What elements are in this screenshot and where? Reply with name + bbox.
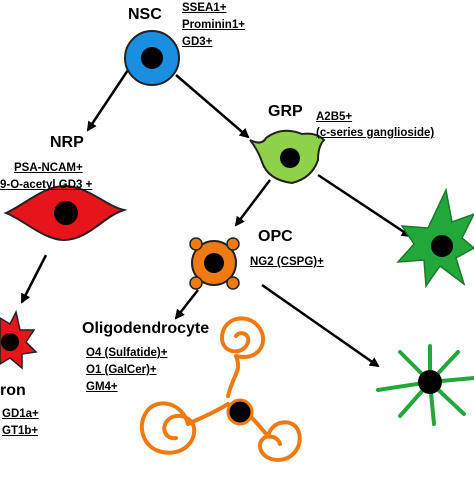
grp-marker-1: A2B5+ <box>316 111 353 123</box>
opc-cell <box>189 237 240 290</box>
astrocyte-type2-cell <box>376 344 474 426</box>
nsc-cell <box>124 30 180 86</box>
neuron-cell <box>0 309 38 370</box>
grp-cell <box>249 129 326 185</box>
nsc-marker-2: Prominin1+ <box>182 19 245 31</box>
nrp-cell <box>3 184 128 242</box>
nsc-label: NSC <box>128 6 162 23</box>
oligodendrocyte-marker-2: O1 (GalCer)+ <box>86 364 157 376</box>
opc-label: OPC <box>258 228 293 245</box>
oligodendrocyte-cell <box>139 316 302 463</box>
neuron-marker-1: GD1a+ <box>2 408 39 420</box>
arrow-nsc-to-grp <box>175 74 250 139</box>
opc-marker-1: NG2 (CSPG)+ <box>250 256 324 268</box>
nrp-marker-1: PSA-NCAM+ <box>14 162 83 174</box>
nrp-label: NRP <box>50 134 84 151</box>
oligodendrocyte-marker-1: O4 (Sulfatide)+ <box>86 347 168 359</box>
grp-marker-2: (c-series ganglioside) <box>316 127 435 139</box>
arrow-grp-to-astrocyte1 <box>317 173 412 238</box>
nsc-marker-3: GD3+ <box>182 36 213 48</box>
arrow-opc-to-oligodendrocyte <box>174 289 199 320</box>
oligodendrocyte-marker-3: GM4+ <box>86 381 118 393</box>
astrocyte-type1-cell <box>396 187 474 289</box>
arrow-grp-to-opc <box>234 179 271 227</box>
arrow-nsc-to-nrp <box>86 69 130 132</box>
grp-label: GRP <box>268 103 303 120</box>
arrow-opc-to-astrocyte2 <box>261 283 380 368</box>
arrow-nrp-to-neuron <box>20 254 48 304</box>
nrp-marker-2: 9-O-acetyl GD3 + <box>0 179 93 191</box>
neuron-label: ron <box>0 382 26 399</box>
nsc-marker-1: SSEA1+ <box>182 2 227 14</box>
neuron-marker-2: GT1b+ <box>2 425 39 437</box>
oligodendrocyte-label: Oligodendrocyte <box>82 320 210 337</box>
